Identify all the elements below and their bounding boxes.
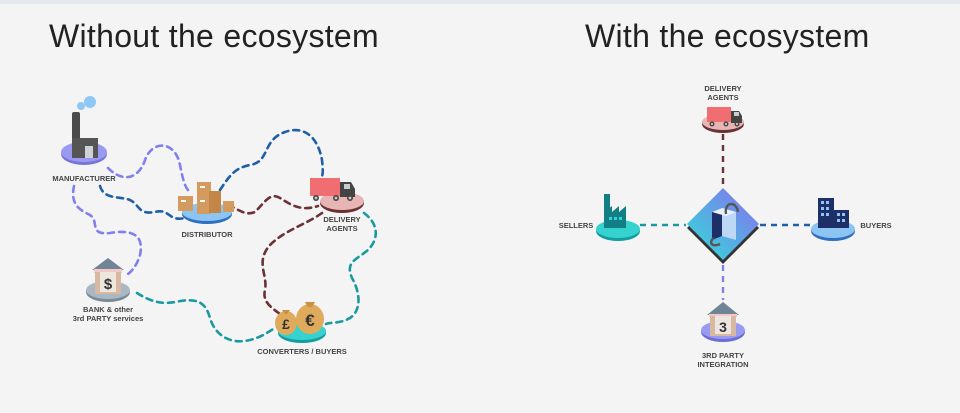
node-delivery-agents-left: DELIVERY AGENTS [310,178,364,233]
integration-building-icon: 3 [707,302,739,336]
path-distributor-delivery-maroon [226,194,320,215]
factory-icon [604,194,626,228]
label-manufacturer: MANUFACTURER [52,174,116,183]
node-converters-buyers: £ € CONVERTERS / BUYERS [257,302,347,356]
top-border [0,0,960,4]
label-distributor: DISTRIBUTOR [181,230,233,239]
node-manufacturer: MANUFACTURER [52,96,116,183]
title-with-ecosystem: With the ecosystem [585,18,870,54]
node-buyers: BUYERS [811,198,892,241]
euro-icon: € [305,311,315,330]
path-delivery-converters-maroon [261,211,324,316]
node-3rd-party-integration: 3 3RD PARTY INTEGRATION [697,302,749,369]
label-integration-line2: INTEGRATION [697,360,748,369]
cloud-icon [77,96,96,110]
path-manufacturer-bank-purple [71,184,143,278]
label-sellers: SELLERS [559,221,594,230]
boxes-icon [178,182,234,214]
buildings-icon [818,198,849,228]
label-buyers: BUYERS [860,221,891,230]
path-delivery-converters-teal [324,211,378,326]
path-bank-converters-teal [135,291,277,343]
dollar-icon: $ [104,276,113,293]
label-bank-line1: BANK & other [83,305,133,314]
label-delivery-right-line1: DELIVERY [704,84,741,93]
truck-icon [707,107,742,127]
pound-icon: £ [282,316,290,332]
money-bags-icon: £ € [275,302,324,335]
cube-lock-icon [709,202,740,247]
label-delivery-line2: AGENTS [326,224,357,233]
label-delivery-line1: DELIVERY [323,215,360,224]
path-manufacturer-distributor-blue [98,184,187,221]
factory-icon [72,112,98,158]
node-bank: $ BANK & other 3rd PARTY services [73,258,144,323]
node-delivery-agents-right: DELIVERY AGENTS [702,84,744,133]
node-sellers: SELLERS [559,194,640,241]
label-delivery-right-line2: AGENTS [707,93,738,102]
label-integration-line1: 3RD PARTY [702,351,744,360]
title-without-ecosystem: Without the ecosystem [49,18,379,54]
path-distributor-delivery-blue [218,128,325,192]
truck-icon [310,178,355,201]
label-bank-line2: 3rd PARTY services [73,314,144,323]
node-distributor: DISTRIBUTOR [178,182,234,239]
bank-building-icon: $ [92,258,124,294]
number-three-icon: 3 [719,319,727,335]
ecosystem-hub [687,188,759,264]
path-manufacturer-distributor-purple [106,144,192,194]
label-converters-buyers: CONVERTERS / BUYERS [257,347,347,356]
